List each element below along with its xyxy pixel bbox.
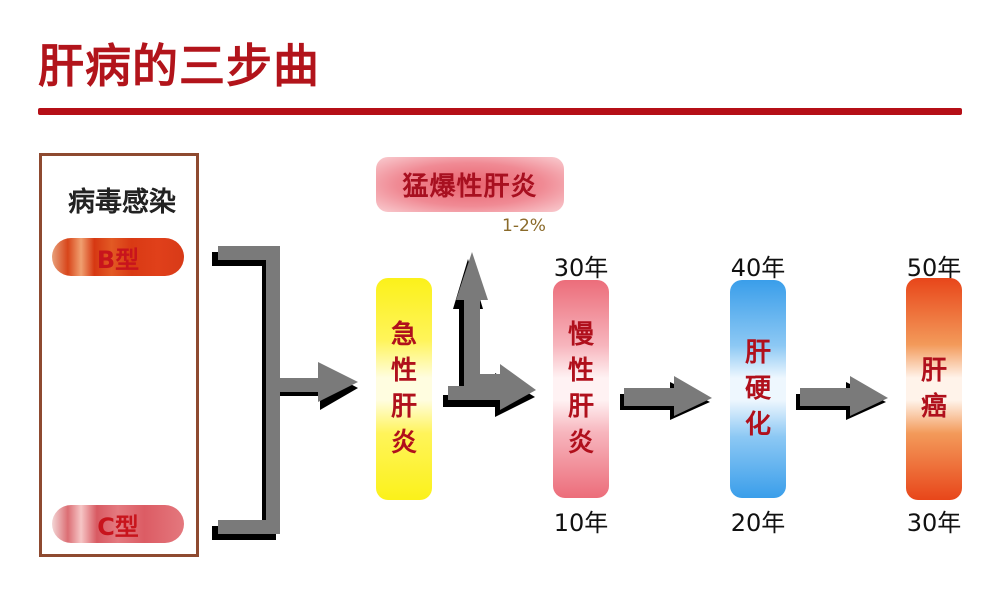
stage-acute-hepatitis: 急 性 肝 炎: [376, 278, 432, 500]
stage-char: 癌: [920, 392, 947, 422]
stage-cirrhosis: 肝 硬 化: [730, 280, 786, 498]
stage-chronic-hepatitis: 慢 性 肝 炎: [553, 280, 609, 498]
page-title: 肝病的三步曲: [38, 39, 320, 93]
stage-char: 急: [390, 320, 417, 350]
chronic-year-top: 30年: [553, 254, 609, 282]
stage-char: 硬: [744, 374, 771, 404]
hepatitis-c-pill: C型: [52, 505, 184, 543]
chronic-year-bottom: 10年: [553, 509, 609, 537]
arrow-up-right-icon: [443, 252, 536, 417]
title-divider: [38, 108, 962, 115]
arrow-right-icon: [620, 376, 712, 420]
stage-char: 性: [567, 356, 594, 386]
stage-char: 性: [390, 356, 417, 386]
fulminant-hepatitis-box: 猛爆性肝炎: [376, 157, 564, 212]
stage-char: 慢: [567, 320, 594, 350]
stage-liver-cancer: 肝 癌: [906, 278, 962, 500]
cancer-year-bottom: 30年: [906, 509, 962, 537]
stage-char: 化: [744, 410, 771, 440]
stage-char: 肝: [920, 356, 947, 386]
fulminant-rate: 1-2%: [502, 216, 546, 236]
stage-char: 肝: [744, 338, 771, 368]
virus-infection-box: [39, 153, 199, 557]
bracket-connector-icon: [212, 246, 280, 540]
stage-char: 肝: [390, 392, 417, 422]
stage-char: 炎: [567, 428, 594, 458]
arrow-right-icon: [796, 376, 888, 420]
arrow-right-icon: [278, 362, 358, 410]
cirrhosis-year-bottom: 20年: [730, 509, 786, 537]
cancer-year-top: 50年: [906, 254, 962, 282]
stage-char: 炎: [390, 428, 417, 458]
hepatitis-b-pill: B型: [52, 238, 184, 276]
cirrhosis-year-top: 40年: [730, 254, 786, 282]
virus-infection-label: 病毒感染: [68, 187, 176, 218]
stage-char: 肝: [567, 392, 594, 422]
